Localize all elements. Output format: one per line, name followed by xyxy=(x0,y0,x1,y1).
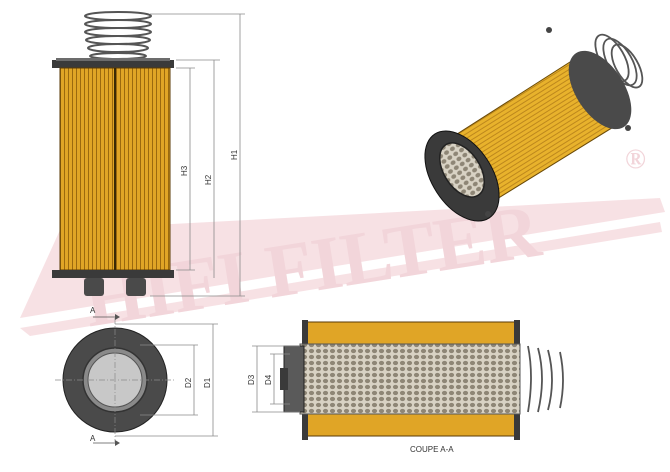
section-spring-icon xyxy=(527,345,564,413)
height-dimensions xyxy=(150,13,245,297)
end-view: A A D2 D1 xyxy=(55,306,218,446)
dim-h3: H3 xyxy=(180,165,189,176)
section-media-top xyxy=(303,321,519,345)
dim-h2: H2 xyxy=(204,174,213,185)
dim-d2: D2 xyxy=(184,377,193,388)
top-end-cap xyxy=(52,60,174,68)
dim-d4: D4 xyxy=(264,374,273,385)
section-caption: COUPE A-A xyxy=(410,445,454,454)
spring-icon xyxy=(84,11,152,60)
dim-d3: D3 xyxy=(247,374,256,385)
dim-h1: H1 xyxy=(230,149,239,160)
section-media-bottom xyxy=(303,413,519,437)
bottom-end-cap xyxy=(52,270,174,278)
iso-inner-mesh xyxy=(439,142,485,198)
section-mesh-core xyxy=(299,343,521,415)
section-mark-top: A xyxy=(90,306,96,315)
section-view: D3 D4 COUPE A-A xyxy=(247,320,564,454)
outlet-spigot-left xyxy=(84,278,104,296)
isometric-view xyxy=(424,27,644,222)
outlet-spigot-right xyxy=(126,278,146,296)
section-mark-bottom: A xyxy=(90,434,96,443)
dim-d1: D1 xyxy=(203,377,212,388)
watermark-registered: ® xyxy=(625,144,646,175)
front-view: H3 H2 H1 xyxy=(52,11,245,297)
